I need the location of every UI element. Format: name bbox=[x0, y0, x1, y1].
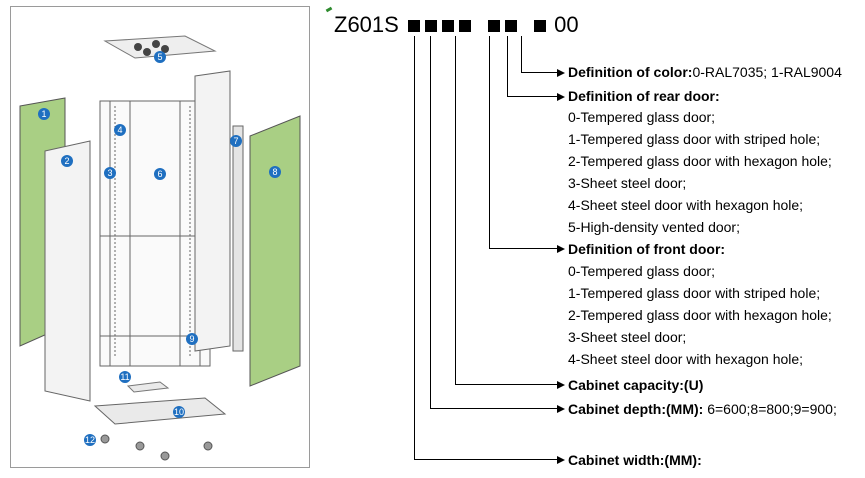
svg-text:9: 9 bbox=[189, 334, 194, 344]
part-badge-5: 5 bbox=[154, 51, 166, 63]
arrow-capacity bbox=[557, 381, 565, 389]
front-door bbox=[44, 140, 91, 402]
exploded-cabinet-diagram: 1 2 3 4 5 6 7 8 9 10 11 12 bbox=[10, 6, 310, 468]
part-badges: 1 2 3 4 5 6 7 8 9 10 11 12 bbox=[38, 51, 281, 446]
code-slot-rear-door bbox=[487, 20, 500, 32]
code-prefix: Z601S bbox=[334, 12, 399, 37]
definition-width: Cabinet width:(MM): bbox=[568, 451, 702, 469]
cabinet-illustration: 1 2 3 4 5 6 7 8 9 10 11 12 bbox=[10, 6, 310, 468]
casters bbox=[100, 434, 213, 461]
connector-color-v bbox=[521, 36, 522, 72]
connector-capacity-h bbox=[455, 384, 557, 385]
code-slot-width bbox=[407, 20, 420, 32]
part-badge-2: 2 bbox=[61, 155, 73, 167]
right-side-panel bbox=[249, 115, 301, 387]
part-badge-7: 7 bbox=[230, 135, 242, 147]
arrow-depth bbox=[557, 405, 565, 413]
mounting-rail bbox=[232, 125, 244, 352]
cable-plate bbox=[126, 381, 170, 393]
arrow-width bbox=[557, 456, 565, 464]
svg-text:10: 10 bbox=[174, 407, 184, 417]
connector-reardoor-h bbox=[507, 96, 557, 97]
front-door-option: 3-Sheet steel door; bbox=[568, 329, 687, 345]
product-code: Z601S 00 bbox=[334, 12, 579, 38]
svg-text:2: 2 bbox=[64, 156, 69, 166]
part-badge-6: 6 bbox=[154, 168, 166, 180]
rear-door-option: 1-Tempered glass door with striped hole; bbox=[568, 131, 821, 147]
definition-color-label: Definition of color: bbox=[568, 64, 693, 80]
front-door-option: 2-Tempered glass door with hexagon hole; bbox=[568, 307, 832, 323]
code-slot-capacity bbox=[441, 20, 454, 32]
svg-text:8: 8 bbox=[272, 167, 277, 177]
svg-text:7: 7 bbox=[233, 136, 238, 146]
svg-text:12: 12 bbox=[85, 435, 95, 445]
code-slot-depth bbox=[424, 20, 437, 32]
code-slot-color bbox=[504, 20, 517, 32]
definition-rear-door: Definition of rear door: bbox=[568, 87, 720, 105]
top-panel bbox=[103, 35, 217, 59]
part-badge-9: 9 bbox=[186, 333, 198, 345]
definition-capacity-label: Cabinet capacity:(U) bbox=[568, 377, 704, 393]
rear-door bbox=[194, 70, 231, 352]
rear-door-option: 5-High-density vented door; bbox=[568, 219, 740, 235]
definition-front-door: Definition of front door: bbox=[568, 240, 725, 258]
connector-capacity-v bbox=[455, 36, 456, 384]
connector-color-h bbox=[521, 72, 557, 73]
definition-capacity: Cabinet capacity:(U) bbox=[568, 376, 703, 394]
arrow-reardoor bbox=[557, 93, 565, 101]
part-badge-11: 11 bbox=[119, 371, 131, 383]
code-slot-front-door bbox=[458, 20, 471, 32]
part-badge-4: 4 bbox=[114, 124, 126, 136]
connector-depth-h bbox=[430, 408, 557, 409]
definition-depth-label: Cabinet depth:(MM): bbox=[568, 401, 704, 417]
part-badge-3: 3 bbox=[104, 167, 116, 179]
rear-door-option: 3-Sheet steel door; bbox=[568, 175, 687, 191]
svg-text:4: 4 bbox=[117, 125, 122, 135]
definition-color-value: 0-RAL7035; 1-RAL9004 bbox=[692, 64, 842, 80]
svg-text:1: 1 bbox=[41, 109, 46, 119]
front-door-option: 0-Tempered glass door; bbox=[568, 263, 716, 279]
cabinet-frame bbox=[99, 100, 211, 367]
front-door-option: 4-Sheet steel door with hexagon hole; bbox=[568, 351, 804, 367]
definition-width-label: Cabinet width:(MM): bbox=[568, 452, 702, 468]
definition-front-door-label: Definition of front door: bbox=[568, 241, 726, 257]
part-badge-12: 12 bbox=[84, 434, 96, 446]
svg-text:5: 5 bbox=[157, 52, 162, 62]
svg-text:3: 3 bbox=[107, 168, 112, 178]
connector-frontdoor-h bbox=[489, 248, 557, 249]
corner-mark bbox=[325, 6, 333, 13]
rear-door-option: 2-Tempered glass door with hexagon hole; bbox=[568, 153, 832, 169]
rear-door-option: 4-Sheet steel door with hexagon hole; bbox=[568, 197, 804, 213]
connector-width-h bbox=[414, 459, 557, 460]
arrow-frontdoor bbox=[557, 245, 565, 253]
arrow-color bbox=[557, 69, 565, 77]
connector-frontdoor-v bbox=[489, 36, 490, 248]
front-door-option: 1-Tempered glass door with striped hole; bbox=[568, 285, 821, 301]
svg-text:11: 11 bbox=[120, 372, 129, 382]
definition-rear-door-label: Definition of rear door: bbox=[568, 88, 720, 104]
connector-width-v bbox=[414, 36, 415, 459]
code-suffix: 00 bbox=[554, 12, 579, 37]
svg-text:6: 6 bbox=[157, 169, 162, 179]
connector-depth-v bbox=[430, 36, 431, 408]
rear-door-option: 0-Tempered glass door; bbox=[568, 109, 716, 125]
connector-reardoor-v bbox=[507, 36, 508, 96]
definition-depth: Cabinet depth:(MM): 6=600;8=800;9=900; bbox=[568, 400, 837, 418]
definition-depth-value: 6=600;8=800;9=900; bbox=[707, 401, 837, 417]
part-badge-8: 8 bbox=[269, 166, 281, 178]
base-plate bbox=[93, 397, 227, 425]
code-slot-extra bbox=[533, 20, 546, 32]
part-badge-10: 10 bbox=[173, 406, 185, 418]
definition-color: Definition of color:0-RAL7035; 1-RAL9004 bbox=[568, 63, 842, 81]
part-badge-1: 1 bbox=[38, 108, 50, 120]
